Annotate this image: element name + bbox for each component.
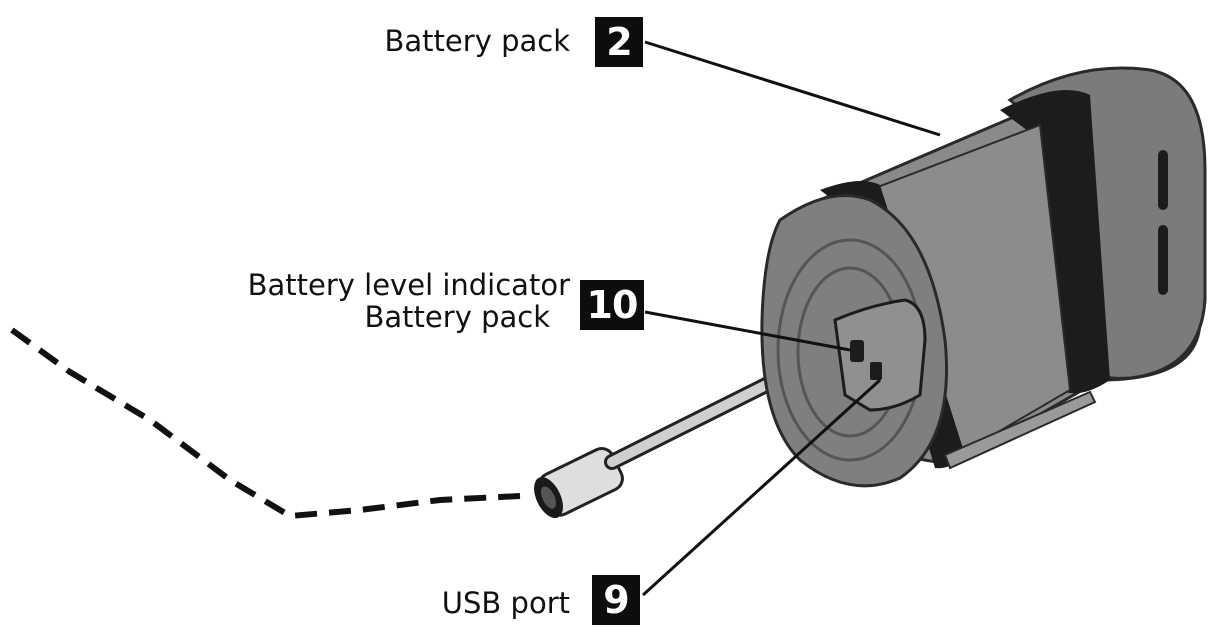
battery-pack-label: Battery pack	[384, 24, 570, 58]
callout-10: 10	[580, 280, 644, 330]
callout-2: 2	[595, 17, 643, 67]
leader-line-9	[641, 378, 882, 597]
leader-line-2	[644, 40, 941, 137]
usb-port-label: USB port	[441, 586, 570, 620]
cable-plug	[534, 447, 624, 519]
battery-level-indicator-label: Battery level indicator	[247, 268, 570, 302]
callout-9: 9	[592, 575, 640, 625]
indicator-housing	[833, 298, 927, 412]
battery-pack-label-2: Battery pack	[364, 300, 550, 334]
leader-line-10	[644, 310, 851, 352]
dashed-cable	[10, 327, 521, 520]
rear-band	[1000, 90, 1110, 394]
